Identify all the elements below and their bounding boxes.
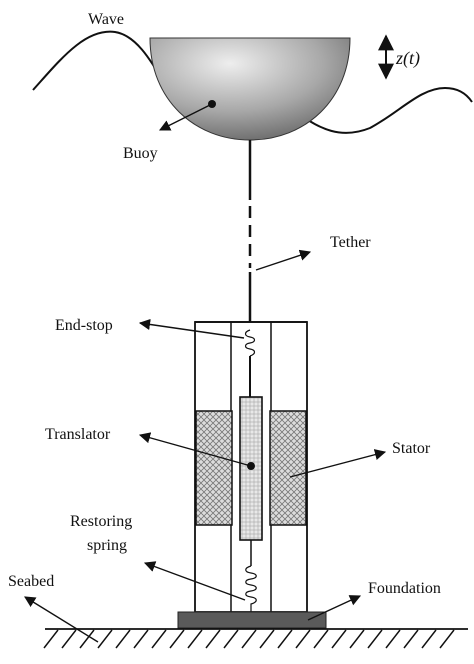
foundation <box>177 611 327 629</box>
stator-arrow <box>289 449 387 478</box>
end-stop-spring <box>244 329 256 357</box>
restoring-spring <box>245 565 257 612</box>
translator-label: Translator <box>45 426 111 443</box>
seabed-hatch-stroke <box>403 629 419 649</box>
seabed-hatch-stroke <box>151 629 167 649</box>
translator-arrow <box>138 432 252 467</box>
seabed-label: Seabed <box>8 573 54 590</box>
restoring-spring-label-line2: spring <box>87 537 127 554</box>
seabed-hatch-stroke <box>43 629 59 649</box>
seabed-hatch-stroke <box>313 629 329 649</box>
seabed-hatch-stroke <box>277 629 293 649</box>
foundation-arrow <box>307 595 362 621</box>
seabed-hatch-stroke <box>241 629 257 649</box>
seabed-hatch-stroke <box>115 629 131 649</box>
buoy-label: Buoy <box>123 145 158 162</box>
tether-arrow <box>255 249 312 271</box>
buoy <box>149 37 351 141</box>
seabed-hatch-stroke <box>133 629 149 649</box>
seabed-hatch-stroke <box>205 629 221 649</box>
foundation-label: Foundation <box>368 580 441 597</box>
restoring-spring-label-line1: Restoring <box>70 513 132 530</box>
stator-label: Stator <box>392 440 431 457</box>
wave-label: Wave <box>88 11 124 28</box>
seabed-hatch-stroke <box>367 629 383 649</box>
stator-right <box>269 410 307 526</box>
buoy-arrow <box>158 103 213 131</box>
end-stop-label: End-stop <box>55 317 113 334</box>
wave-line <box>32 30 473 134</box>
seabed-hatch-stroke <box>61 629 77 649</box>
restoring-spring-arrow <box>143 561 246 601</box>
motion-label: z(t) <box>395 48 420 69</box>
stator-left <box>195 410 233 526</box>
tether-label: Tether <box>330 234 371 251</box>
seabed-hatching <box>43 629 455 649</box>
seabed-hatch-stroke <box>169 629 185 649</box>
seabed-hatch-stroke <box>223 629 239 649</box>
seabed-hatch-stroke <box>385 629 401 649</box>
seabed-hatch-stroke <box>259 629 275 649</box>
seabed-hatch-stroke <box>421 629 437 649</box>
seabed-hatch-stroke <box>439 629 455 649</box>
seabed-hatch-stroke <box>187 629 203 649</box>
seabed-hatch-stroke <box>97 629 113 649</box>
seabed-hatch-stroke <box>295 629 311 649</box>
seabed-hatch-stroke <box>79 629 95 649</box>
end-stop-arrow <box>138 318 245 339</box>
seabed-hatch-stroke <box>349 629 365 649</box>
seabed-arrow <box>24 596 99 643</box>
seabed-hatch-stroke <box>331 629 347 649</box>
